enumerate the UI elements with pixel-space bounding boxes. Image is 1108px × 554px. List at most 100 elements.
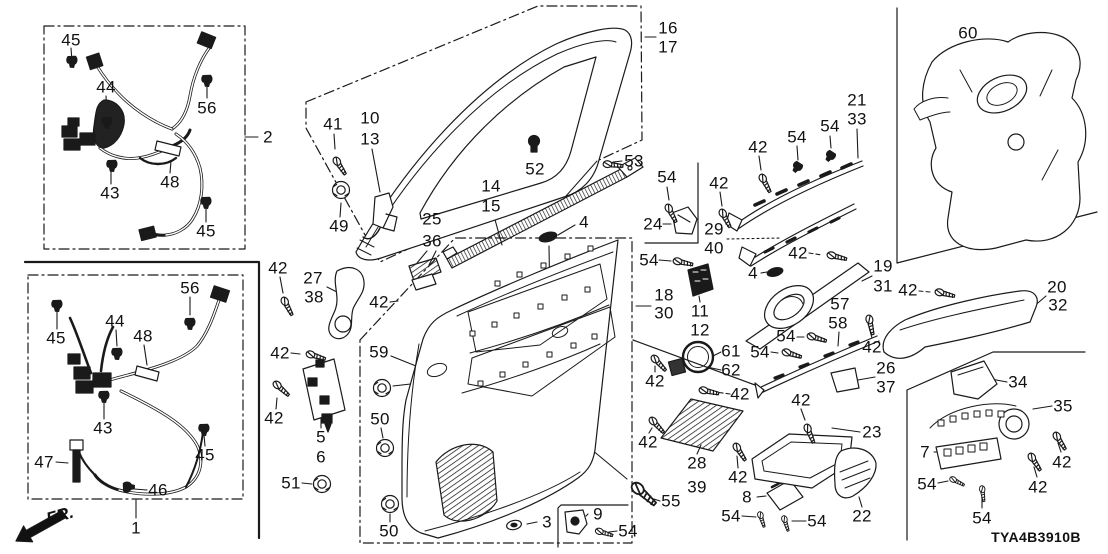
part-number-label: 32 (1048, 295, 1068, 315)
corner-24-group (644, 162, 699, 244)
part-number-label: 23 (862, 422, 882, 442)
part-number-label: 42 (709, 173, 729, 193)
part-number-label: 9 (593, 504, 603, 524)
speaker-grille (435, 443, 498, 522)
part-number-label: 15 (481, 196, 501, 216)
part-number-label: 8 (742, 487, 752, 507)
part-number-label: 24 (643, 214, 663, 234)
part-number-label: 20 (1047, 277, 1067, 297)
part-number-label: 62 (721, 360, 741, 380)
part-number-label: 16 (658, 18, 678, 38)
part-number-label: 59 (369, 342, 389, 362)
divider-mid (632, 339, 756, 386)
pocket-bracket-35 (929, 403, 1030, 440)
part-number-label: 53 (624, 151, 644, 171)
part-number-label: 54 (776, 326, 796, 346)
part-number-label: 57 (830, 294, 850, 314)
part-number-label: 4 (579, 212, 589, 232)
end-cap-22 (833, 447, 877, 499)
part-number-label: 5 (316, 427, 326, 447)
part-number-label: 54 (807, 511, 827, 531)
clip-4a (538, 231, 558, 243)
part-number-label: 50 (379, 521, 399, 541)
part-number-label: 42 (730, 384, 750, 404)
part-number-label: 42 (788, 243, 808, 263)
part-number-label: 54 (639, 250, 659, 270)
part-number-label: 22 (852, 506, 872, 526)
harness-2-box (43, 25, 246, 250)
belt-molding (442, 157, 644, 269)
part-number-label: 34 (1008, 372, 1028, 392)
small-parts-center (302, 134, 804, 535)
door-wire-harness-lower (67, 285, 231, 496)
part-number-label: 43 (100, 183, 120, 203)
part-number-label: 45 (195, 445, 215, 465)
part-number-label: 27 (303, 268, 323, 288)
strip-57-58 (754, 335, 880, 399)
part-number-label: 41 (323, 114, 343, 134)
part-number-label: 56 (180, 278, 200, 298)
part-number-label: 54 (787, 127, 807, 147)
part-number-label: 42 (748, 137, 768, 157)
part-number-label: 26 (876, 358, 896, 378)
armrest-20-32 (882, 290, 1038, 359)
part-number-label: 42 (268, 258, 288, 278)
part-number-label: 42 (264, 408, 284, 428)
cap-26-37 (830, 367, 860, 393)
door-panel-box (359, 237, 633, 544)
part-number-label: 61 (721, 341, 741, 361)
part-number-label: 30 (654, 303, 674, 323)
part-number-label: 25 (422, 209, 442, 229)
clip-4b (766, 267, 784, 277)
clamp-10-13 (372, 192, 398, 232)
part-number-label: 43 (93, 418, 113, 438)
bracket-7 (935, 437, 1002, 470)
diagram-code: TYA4B3910B (991, 529, 1081, 545)
part-number-label: 51 (281, 473, 301, 493)
part-number-label: 45 (61, 30, 81, 50)
part-number-label: 29 (704, 219, 724, 239)
part-number-label: 14 (481, 176, 501, 196)
part-number-label: 54 (721, 506, 741, 526)
part-number-label: 58 (828, 313, 848, 333)
part-number-label: 38 (304, 287, 324, 307)
part-number-label: 6 (316, 447, 326, 467)
part-number-label: 4 (748, 263, 758, 283)
part-number-label: 45 (46, 328, 66, 348)
part-number-label: 11 (690, 301, 710, 321)
part-number-label: 42 (862, 337, 882, 357)
part-number-label: 28 (687, 453, 707, 473)
pocket-34 (950, 360, 998, 400)
handle-bracket-27-38 (328, 267, 365, 340)
window-run-channel (355, 27, 633, 261)
part-number-label: 44 (105, 311, 125, 331)
part-number-label: 47 (34, 452, 54, 472)
part-number-label: 54 (750, 342, 770, 362)
part-number-label: 48 (133, 326, 153, 346)
harness-1-box (27, 274, 244, 500)
part-number-label: 35 (1053, 396, 1073, 416)
insulator-pad-60 (913, 32, 1087, 250)
fr-arrow-icon (15, 509, 67, 543)
part-number-label: 52 (525, 159, 545, 179)
part-number-label: 55 (661, 491, 681, 511)
fr-direction-label: FR. (44, 502, 76, 529)
part-number-label: 40 (704, 238, 724, 258)
part-number-label: 42 (369, 292, 389, 312)
trim-strips (725, 160, 880, 499)
leader-lines (55, 36, 1062, 533)
part-number-label: 45 (196, 221, 216, 241)
part-number-label: 49 (329, 216, 349, 236)
part-number-label: 42 (898, 280, 918, 300)
part-number-label: 21 (847, 90, 867, 110)
part-number-label: 42 (270, 343, 290, 363)
part-number-label: 42 (728, 467, 748, 487)
part-number-label: 42 (645, 371, 665, 391)
part-number-label: 1 (131, 518, 141, 538)
part-number-label: 46 (148, 480, 168, 500)
window-channel-box (305, 5, 643, 263)
part-number-label: 54 (917, 474, 937, 494)
part-number-label: 42 (638, 432, 658, 452)
